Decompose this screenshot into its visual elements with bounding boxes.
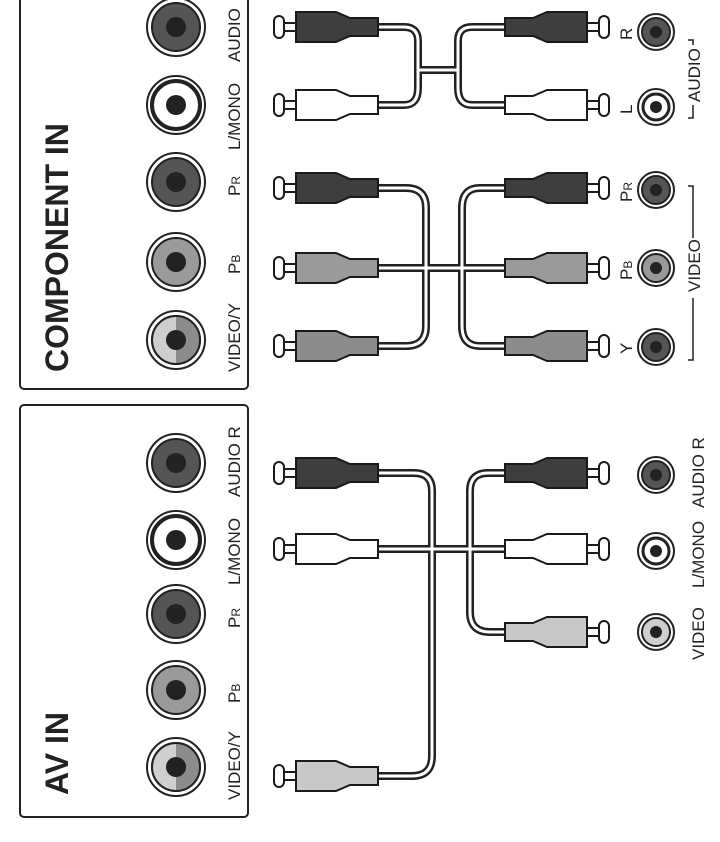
video-group-bracket <box>688 185 694 361</box>
device-jack-pb[interactable] <box>637 249 675 287</box>
device-av-label-audio-r: AUDIO R <box>689 437 708 508</box>
av-in-title: AV IN <box>39 712 75 795</box>
plug-av-video-right[interactable] <box>504 616 610 648</box>
component-video-cable <box>374 184 509 350</box>
av-cable <box>374 469 509 780</box>
device-jack-y[interactable] <box>637 328 675 366</box>
device-av-jack-video[interactable] <box>637 613 675 651</box>
av-in-label-pb: PB <box>225 684 244 703</box>
plug-av-audio-l-right[interactable] <box>504 533 610 565</box>
av-in-label-video-y: VIDEO/Y <box>225 731 244 800</box>
av-in-jack-pb[interactable] <box>146 660 206 720</box>
device-label-l: L <box>617 105 636 114</box>
component-audio-cable <box>374 23 509 109</box>
plug-av-audio-r-left[interactable] <box>273 457 379 489</box>
av-in-label-audio-r: AUDIO R <box>225 426 244 497</box>
device-label-y: Y <box>617 343 636 354</box>
av-in-jack-audio-l[interactable] <box>146 510 206 570</box>
audio-group-bracket <box>688 39 694 119</box>
plug-component-audio-r-right[interactable] <box>504 11 610 43</box>
plug-component-pr-right[interactable] <box>504 172 610 204</box>
plug-component-audio-r-left[interactable] <box>273 11 379 43</box>
device-label-pr: PR <box>617 182 636 202</box>
component-in-label-lmono: L/MONO <box>225 83 244 150</box>
plug-component-audio-l-right[interactable] <box>504 89 610 121</box>
component-in-jack-audio-r[interactable] <box>146 0 206 57</box>
plug-component-pb-left[interactable] <box>273 252 379 284</box>
device-jack-audio-l[interactable] <box>637 88 675 126</box>
av-in-label-lmono: L/MONO <box>225 518 244 585</box>
component-in-jack-pr[interactable] <box>146 152 206 212</box>
plug-component-audio-l-left[interactable] <box>273 89 379 121</box>
cables <box>374 23 509 780</box>
plug-av-video-left[interactable] <box>273 760 379 792</box>
plug-av-audio-r-right[interactable] <box>504 457 610 489</box>
component-in-label-video-y: VIDEO/Y <box>225 303 244 372</box>
plug-component-y-left[interactable] <box>273 330 379 362</box>
device-label-r: R <box>617 28 636 40</box>
component-in-label-pr: PR <box>225 176 244 196</box>
plug-av-audio-l-left[interactable] <box>273 533 379 565</box>
device-jack-pr[interactable] <box>637 171 675 209</box>
component-in-jack-pb[interactable] <box>146 232 206 292</box>
av-in-jack-video-y[interactable] <box>146 737 206 797</box>
component-in-label-pb: PB <box>225 255 244 274</box>
device-jack-audio-r[interactable] <box>637 13 675 51</box>
component-in-label-audio: AUDIO <box>225 8 244 62</box>
av-in-label-pr: PR <box>225 608 244 628</box>
av-in-jack-audio-r[interactable] <box>146 433 206 493</box>
device-av-label-video: VIDEO <box>689 607 708 660</box>
component-in-jack-video-y[interactable] <box>146 310 206 370</box>
component-in-title: COMPONENT IN <box>39 123 75 372</box>
component-in-jack-audio-l[interactable] <box>146 75 206 135</box>
device-label-pb: PB <box>617 261 636 280</box>
plug-component-pr-left[interactable] <box>273 172 379 204</box>
plug-component-pb-right[interactable] <box>504 252 610 284</box>
av-in-jack-pr[interactable] <box>146 584 206 644</box>
device-av-jack-audio-l[interactable] <box>637 532 675 570</box>
device-av-jack-audio-r[interactable] <box>637 456 675 494</box>
audio-group-label: AUDIO <box>685 48 704 102</box>
video-group-label: VIDEO <box>685 239 704 292</box>
plug-component-y-right[interactable] <box>504 330 610 362</box>
device-av-label-lmono: L/MONO <box>689 521 708 588</box>
